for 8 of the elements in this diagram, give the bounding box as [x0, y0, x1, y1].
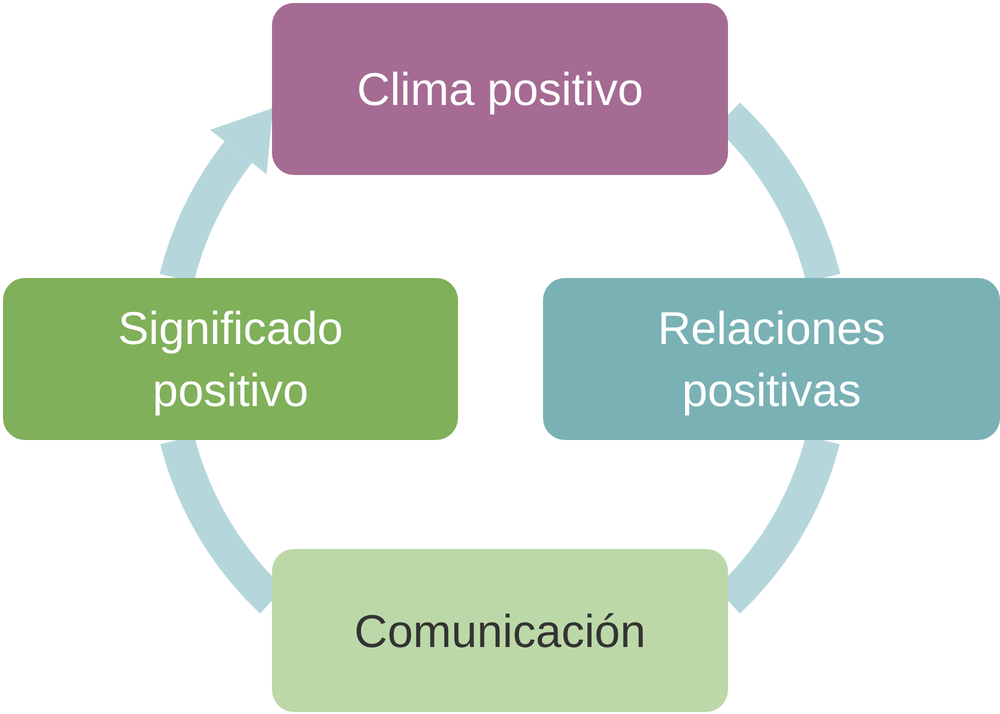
box-label: Comunicación [354, 604, 646, 658]
rounded-box [543, 278, 1000, 440]
rounded-box [272, 3, 728, 175]
box-label: Relaciones positivas [656, 301, 886, 418]
box-label: Clima positivo [356, 62, 644, 117]
rounded-box [3, 278, 458, 440]
rounded-box [272, 549, 728, 712]
box-label: Significado positivo [116, 301, 344, 418]
